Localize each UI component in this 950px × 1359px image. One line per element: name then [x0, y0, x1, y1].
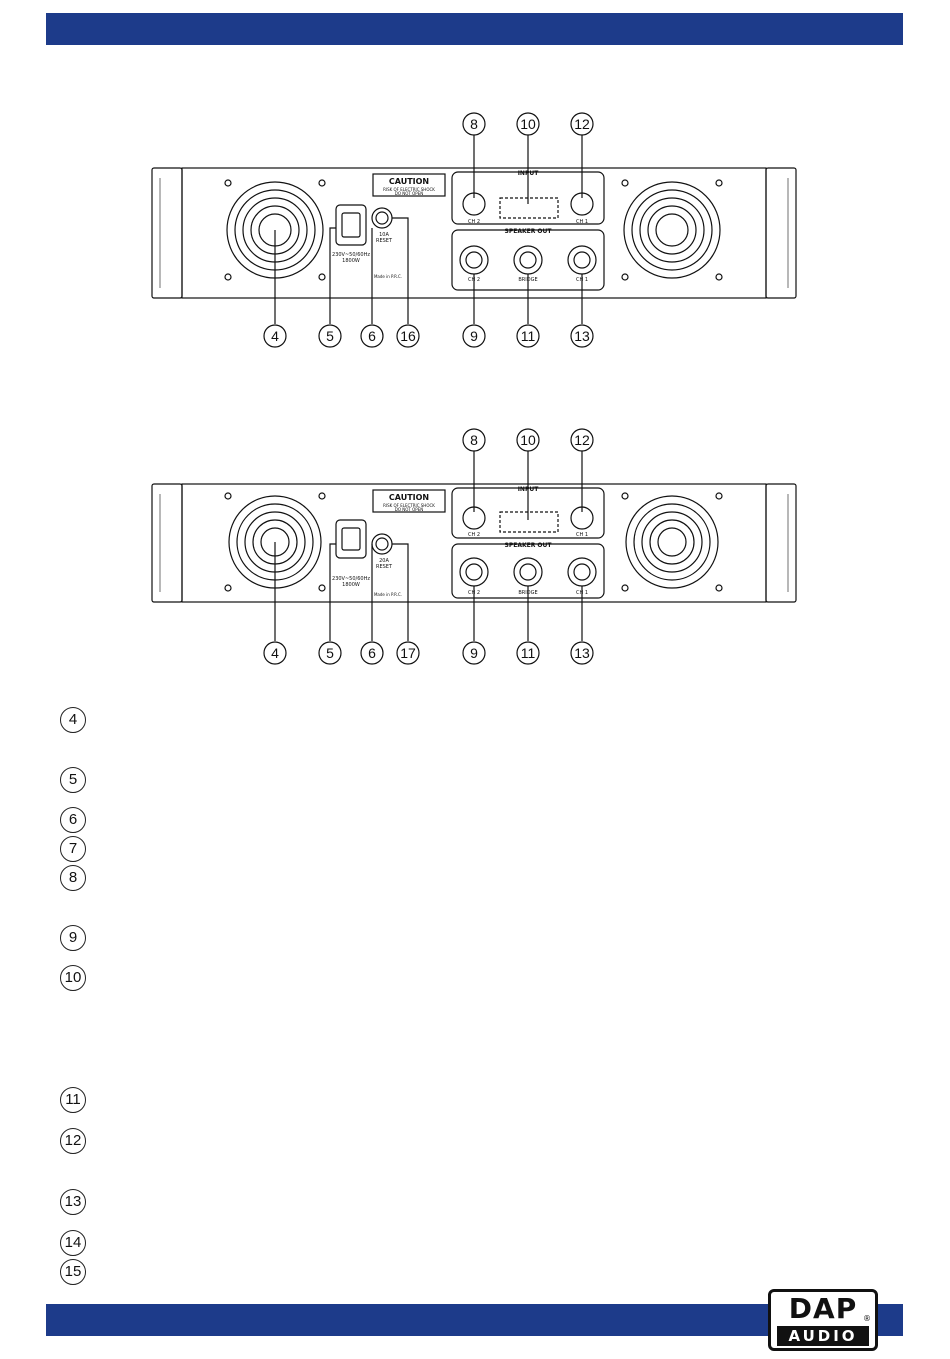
logo-dap: DAP — [788, 1292, 858, 1325]
svg-text:BRIDGE: BRIDGE — [518, 590, 537, 596]
legend-item-12: 12 — [60, 1128, 86, 1154]
legend-item-14: 14 — [60, 1230, 86, 1256]
svg-text:1800W: 1800W — [342, 258, 360, 264]
callout-10: 10 — [520, 432, 536, 448]
callout-8: 8 — [470, 432, 478, 448]
callout-9: 9 — [470, 645, 478, 661]
svg-text:DO NOT OPEN: DO NOT OPEN — [395, 191, 423, 196]
callout-5: 5 — [326, 328, 334, 344]
svg-text:RISK OF ELECTRIC SHOCK: RISK OF ELECTRIC SHOCK — [383, 187, 435, 192]
callout-6: 6 — [368, 328, 376, 344]
svg-text:DO NOT OPEN: DO NOT OPEN — [395, 507, 423, 512]
logo-registered: ® — [863, 1314, 871, 1323]
legend-item-6: 6 — [60, 807, 86, 833]
svg-text:Made in P.R.C.: Made in P.R.C. — [374, 274, 402, 279]
header-bar — [46, 13, 903, 45]
legend-item-4: 4 — [60, 707, 86, 733]
input-label: INPUT — [518, 170, 540, 177]
svg-text:CH 2: CH 2 — [468, 219, 480, 225]
svg-text:20A: 20A — [379, 558, 389, 564]
callout-17: 17 — [400, 645, 416, 661]
callout-4: 4 — [271, 328, 279, 344]
svg-text:CH 2: CH 2 — [468, 532, 480, 538]
svg-text:CH 1: CH 1 — [576, 219, 588, 225]
svg-text:BRIDGE: BRIDGE — [518, 277, 537, 283]
callout-10: 10 — [520, 116, 536, 132]
caution-label: CAUTION — [389, 177, 429, 186]
svg-text:RISK OF ELECTRIC SHOCK: RISK OF ELECTRIC SHOCK — [383, 503, 435, 508]
rear-panel-diagram-1: 8 10 12 4 5 6 16 9 11 13 CAUTION RISK OF… — [151, 112, 797, 348]
rear-panel-diagram-2: 8 10 12 4 5 6 17 9 11 13 CAUTION RISK OF… — [151, 428, 797, 665]
speaker-out-label: SPEAKER OUT — [505, 228, 553, 235]
legend-item-9: 9 — [60, 925, 86, 951]
callout-4: 4 — [271, 645, 279, 661]
legend-item-13: 13 — [60, 1189, 86, 1215]
callout-12: 12 — [574, 432, 590, 448]
caution-label: CAUTION — [389, 493, 429, 502]
callout-6: 6 — [368, 645, 376, 661]
callout-13: 13 — [574, 328, 590, 344]
callout-13: 13 — [574, 645, 590, 661]
legend-item-5: 5 — [60, 767, 86, 793]
legend-item-11: 11 — [60, 1087, 86, 1113]
brand-logo: DAP ® AUDIO — [768, 1289, 878, 1351]
svg-text:230V~50/60Hz: 230V~50/60Hz — [332, 252, 370, 258]
footer-bar — [46, 1304, 903, 1336]
callout-11: 11 — [521, 328, 536, 344]
callout-11: 11 — [521, 645, 536, 661]
svg-text:CH 2: CH 2 — [468, 277, 480, 283]
svg-text:1800W: 1800W — [342, 582, 360, 588]
svg-text:CH 1: CH 1 — [576, 590, 588, 596]
speaker-out-label: SPEAKER OUT — [505, 542, 553, 549]
input-label: INPUT — [518, 486, 540, 493]
callout-9: 9 — [470, 328, 478, 344]
legend-item-15: 15 — [60, 1259, 86, 1285]
svg-text:CH 2: CH 2 — [468, 590, 480, 596]
svg-text:CH 1: CH 1 — [576, 277, 588, 283]
legend-item-8: 8 — [60, 865, 86, 891]
callout-16: 16 — [400, 328, 416, 344]
logo-audio: AUDIO — [777, 1326, 869, 1346]
svg-text:230V~50/60Hz: 230V~50/60Hz — [332, 576, 370, 582]
svg-text:10A: 10A — [379, 232, 389, 238]
callout-5: 5 — [326, 645, 334, 661]
callout-8: 8 — [470, 116, 478, 132]
legend-item-7: 7 — [60, 836, 86, 862]
legend-item-10: 10 — [60, 965, 86, 991]
fan-right — [621, 492, 723, 592]
svg-text:RESET: RESET — [376, 564, 393, 570]
fan-right — [621, 179, 723, 281]
svg-text:CH 1: CH 1 — [576, 532, 588, 538]
callout-12: 12 — [574, 116, 590, 132]
svg-text:RESET: RESET — [376, 238, 393, 244]
svg-text:Made in P.R.C.: Made in P.R.C. — [374, 592, 402, 597]
